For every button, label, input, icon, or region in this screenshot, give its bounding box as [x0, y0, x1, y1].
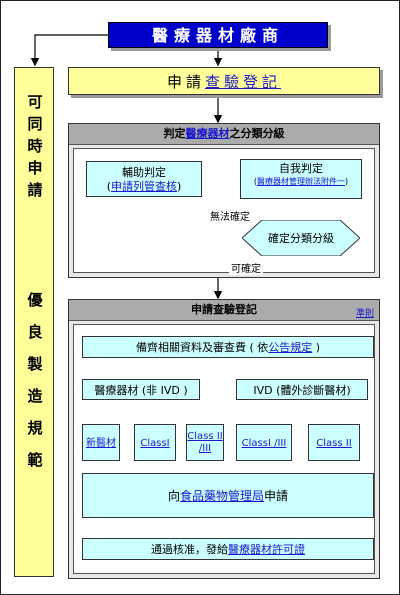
- ivd-class2-link[interactable]: Class II: [316, 438, 352, 449]
- assist-determination-box: 輔助判定 (申請列管查核): [86, 161, 202, 197]
- new-device-box: 新醫材: [82, 424, 120, 461]
- docs-suffix: ): [312, 341, 321, 354]
- paren: ): [345, 177, 349, 186]
- submit-suffix: 申請: [264, 489, 289, 503]
- fda-link[interactable]: 食品藥物管理局: [179, 489, 264, 503]
- assist-link[interactable]: 申請列管查核: [111, 180, 177, 193]
- registration-link[interactable]: 查驗登記: [205, 73, 282, 91]
- side-char: 同: [27, 115, 43, 133]
- ivd-class13-box: ClassI /III: [236, 424, 292, 461]
- self-determination-box: 自我判定 (醫療器材管理辦法附件一): [240, 159, 362, 199]
- paren: (: [253, 177, 257, 186]
- confirmed-label: 可確定: [229, 260, 263, 275]
- ivd-class2-box: Class II: [308, 424, 360, 461]
- not-sure-label: 無法確定: [210, 208, 250, 223]
- side-char: 優: [27, 291, 43, 309]
- regulation-link[interactable]: 準則: [356, 309, 375, 319]
- submit-box: 向食品藥物管理局申請: [82, 473, 374, 518]
- self-link-line: (醫療器材管理辦法附件一): [241, 176, 361, 187]
- paren: (: [106, 180, 111, 193]
- docs-prefix: 備齊相關資料及審查費 ( 依: [135, 341, 269, 354]
- class1-box: ClassI: [134, 424, 176, 461]
- class23-link[interactable]: Class II /III: [187, 431, 223, 454]
- ivd-class13-link[interactable]: ClassI /III: [241, 438, 287, 449]
- non-ivd-box: 醫療器材 (非 IVD ): [82, 379, 200, 400]
- medical-device-link[interactable]: 醫療器材: [185, 127, 230, 140]
- manufacturer-title: 醫療器材廠商: [108, 22, 328, 48]
- class23-box: Class II /III: [186, 424, 224, 461]
- classify-head-prefix: 判定: [163, 127, 186, 140]
- approval-box: 通過核准，發給醫療器材許可證: [82, 538, 374, 560]
- paren: ): [177, 180, 182, 193]
- assist-link-line: (申請列管查核): [87, 180, 201, 194]
- side-char: 申: [27, 159, 43, 177]
- announcement-link[interactable]: 公告規定: [268, 341, 313, 354]
- decision-label: 確定分類分級: [268, 232, 334, 245]
- side-char: 範: [27, 451, 43, 469]
- side-char: 請: [27, 181, 43, 199]
- approval-prefix: 通過核准，發給: [151, 543, 228, 556]
- gmp-side-column: 可 同 時 申 請 優 良 製 造 規 範: [14, 67, 54, 577]
- classify-head-suffix: 之分類分級: [229, 127, 285, 140]
- class1-link[interactable]: ClassI: [140, 438, 170, 449]
- self-label: 自我判定: [279, 162, 323, 175]
- decision-diamond: [242, 220, 360, 256]
- registration-panel-header: 申請查驗登記: [69, 300, 379, 321]
- apply-registration-box: 申請查驗登記: [68, 67, 380, 95]
- submit-prefix: 向: [167, 489, 180, 503]
- apply-prefix: 申請: [166, 73, 205, 91]
- documents-box: 備齊相關資料及審查費 ( 依公告規定 ): [82, 336, 374, 358]
- side-char: 良: [27, 323, 43, 341]
- classification-panel-header: 判定醫療器材之分類分級: [69, 124, 379, 145]
- ivd-box: IVD (體外診斷醫材): [236, 379, 368, 400]
- side-char: 規: [27, 419, 43, 437]
- side-char: 時: [27, 137, 43, 155]
- side-char: 造: [27, 387, 43, 405]
- license-link[interactable]: 醫療器材許可證: [228, 543, 305, 556]
- assist-label: 輔助判定: [122, 166, 166, 179]
- side-char: 製: [27, 355, 43, 373]
- self-link[interactable]: 醫療器材管理辦法附件一: [257, 177, 345, 186]
- side-char: 可: [27, 93, 43, 111]
- new-device-link[interactable]: 新醫材: [86, 438, 116, 449]
